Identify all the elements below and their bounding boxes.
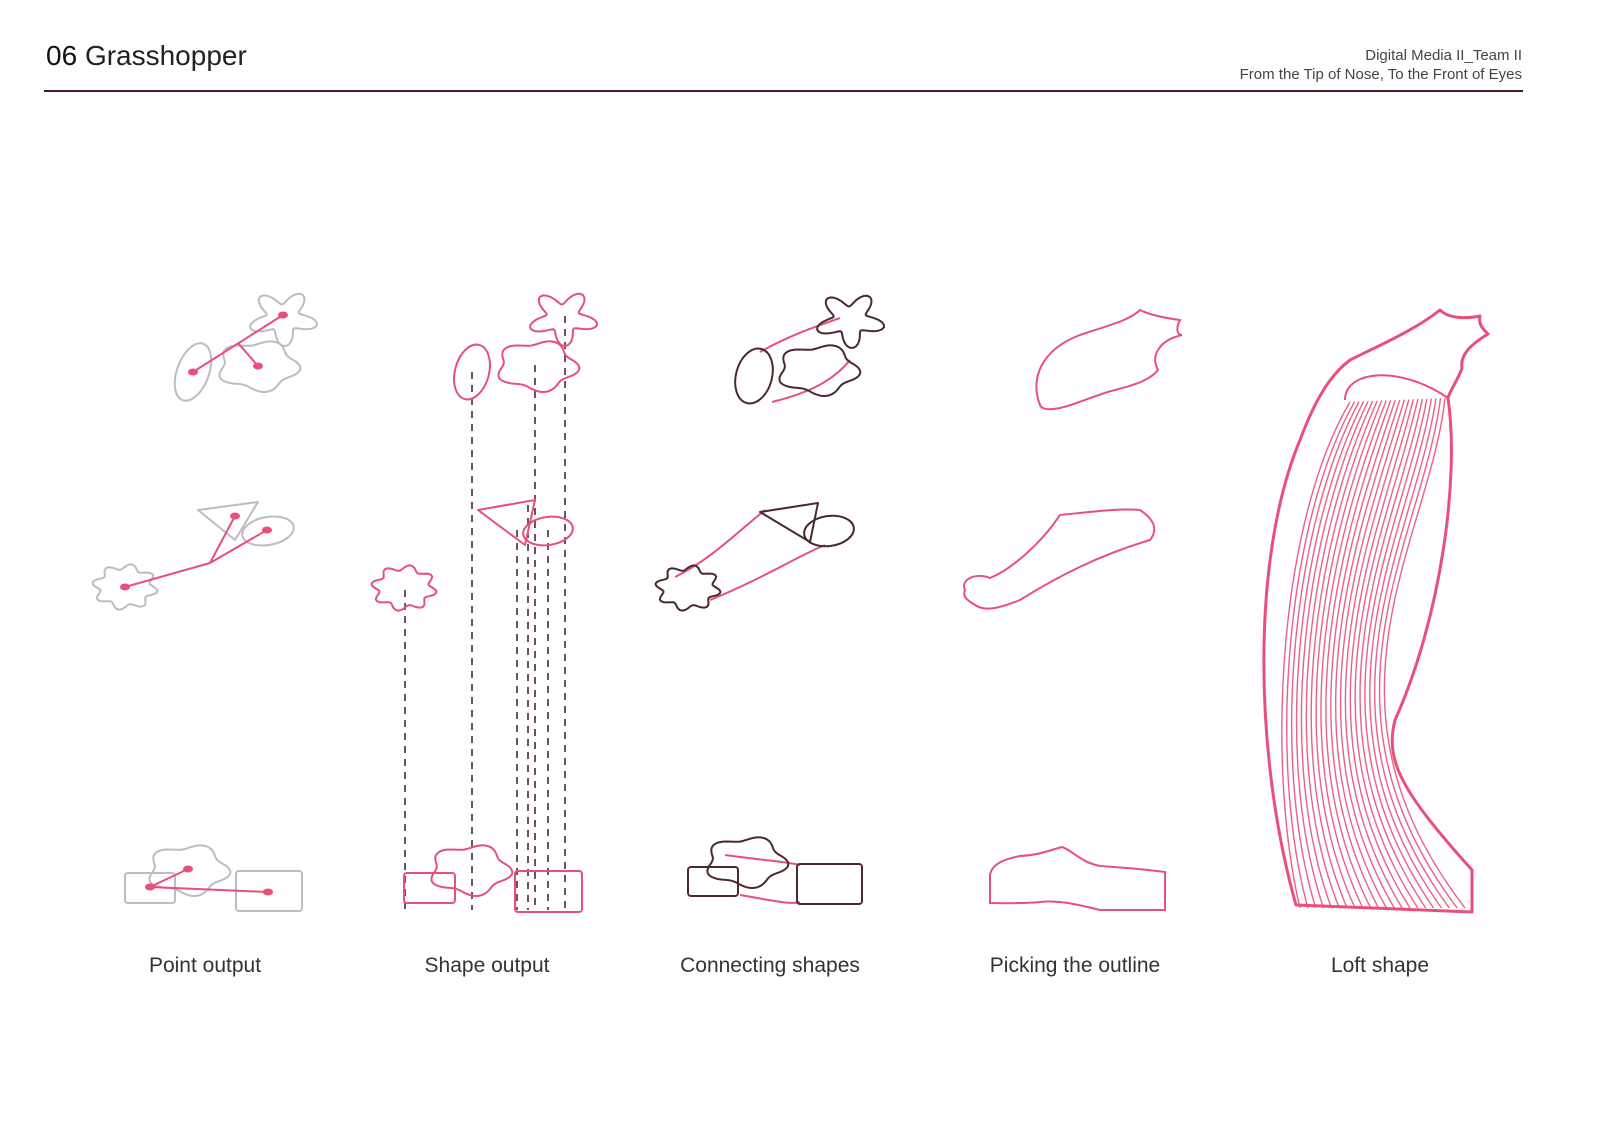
outline-curve bbox=[963, 508, 1156, 610]
connector-line bbox=[124, 562, 211, 588]
gear-shape bbox=[91, 563, 159, 611]
point-marker bbox=[188, 368, 198, 376]
loft-strand bbox=[1354, 398, 1419, 909]
blob-shape bbox=[497, 340, 581, 394]
loft-strand bbox=[1320, 400, 1387, 909]
point-marker bbox=[253, 362, 263, 370]
loft-strand bbox=[1349, 399, 1415, 909]
header-meta: Digital Media II_Team II From the Tip of… bbox=[1240, 46, 1522, 84]
point-marker bbox=[145, 883, 155, 891]
point-marker bbox=[262, 526, 272, 534]
loft-strand bbox=[1300, 400, 1369, 909]
ellipse-shape bbox=[241, 515, 295, 547]
star-shape bbox=[529, 292, 598, 347]
loft-top-edge bbox=[1344, 374, 1449, 401]
header-divider bbox=[44, 90, 1523, 92]
page-title: 06 Grasshopper bbox=[46, 40, 247, 72]
loft-strand bbox=[1295, 401, 1365, 909]
point-marker bbox=[183, 865, 193, 873]
connector-line bbox=[149, 886, 269, 893]
ellipse-shape bbox=[173, 342, 213, 402]
loft-strand bbox=[1325, 400, 1392, 909]
loft-strand bbox=[1330, 399, 1396, 909]
ellipse-shape bbox=[453, 343, 491, 401]
loft-strand bbox=[1344, 399, 1410, 909]
outline-curve bbox=[989, 845, 1166, 911]
loft-strand bbox=[1291, 401, 1360, 909]
loft-strand bbox=[1374, 398, 1450, 909]
blob-shape bbox=[218, 340, 302, 394]
connecting-surface-edge bbox=[759, 317, 841, 353]
label-loft-shape: Loft shape bbox=[1330, 954, 1430, 977]
connecting-surface-edge bbox=[771, 359, 851, 403]
connector-line bbox=[149, 868, 189, 888]
loft-strand bbox=[1310, 400, 1378, 909]
loft-strand bbox=[1305, 400, 1374, 909]
triangle-shape bbox=[477, 499, 536, 546]
connecting-surface-edge bbox=[709, 544, 826, 601]
gear-shape bbox=[370, 564, 438, 612]
outline-curve bbox=[1035, 308, 1183, 411]
point-marker bbox=[263, 888, 273, 896]
loft-outline bbox=[1262, 308, 1490, 914]
rectangle-shape bbox=[514, 870, 583, 913]
course-name: Digital Media II_Team II bbox=[1365, 47, 1522, 64]
ellipse-shape bbox=[522, 515, 574, 547]
ellipse-shape bbox=[734, 347, 774, 405]
connector-line bbox=[209, 515, 236, 564]
connector-line bbox=[237, 342, 259, 367]
loft-strand bbox=[1286, 401, 1356, 909]
loft-strand bbox=[1359, 398, 1427, 909]
project-name: From the Tip of Nose, To the Front of Ey… bbox=[1239, 66, 1522, 83]
label-point-output: Point output bbox=[148, 954, 262, 977]
triangle-shape bbox=[759, 502, 819, 543]
star-shape bbox=[816, 294, 885, 349]
point-marker bbox=[120, 583, 130, 591]
loft-strand bbox=[1369, 398, 1443, 909]
rectangle-shape bbox=[687, 866, 739, 897]
loft-strand bbox=[1281, 401, 1351, 909]
loft-strand bbox=[1364, 398, 1435, 909]
connecting-surface-edge bbox=[674, 509, 766, 578]
loft-strand bbox=[1315, 400, 1383, 909]
star-shape bbox=[249, 292, 318, 347]
blob-shape bbox=[706, 836, 790, 890]
loft-strand bbox=[1334, 399, 1401, 909]
gear-shape bbox=[654, 564, 722, 612]
connecting-surface-edge bbox=[739, 894, 801, 904]
label-connecting-shapes: Connecting shapes bbox=[680, 954, 860, 977]
point-marker bbox=[230, 512, 240, 520]
rectangle-shape bbox=[796, 863, 863, 905]
loft-strand bbox=[1383, 397, 1466, 909]
loft-strand bbox=[1378, 398, 1458, 909]
label-picking-outline: Picking the outline bbox=[989, 954, 1161, 977]
section-title: Grasshopper bbox=[84, 40, 247, 71]
section-number: 06 bbox=[46, 40, 78, 71]
blob-shape bbox=[778, 344, 862, 398]
point-marker bbox=[278, 311, 288, 319]
ellipse-shape bbox=[803, 514, 855, 548]
connector-line bbox=[209, 529, 268, 564]
triangle-shape bbox=[197, 501, 259, 541]
connecting-surface-edge bbox=[724, 854, 801, 866]
blob-shape bbox=[430, 844, 514, 898]
label-shape-output: Shape output bbox=[424, 954, 550, 977]
loft-strand bbox=[1339, 399, 1405, 909]
